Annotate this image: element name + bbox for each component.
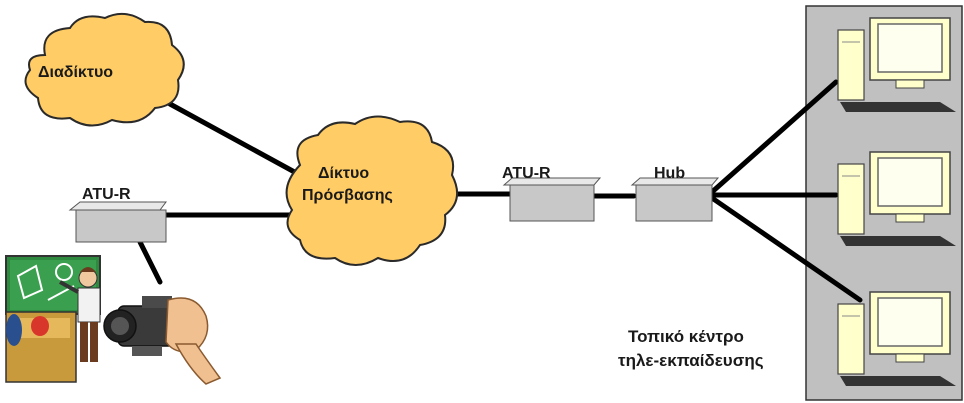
link-internet-access (167, 101, 303, 178)
internet-label: Διαδίκτυο (38, 64, 113, 81)
internet-cloud-shape (24, 12, 185, 127)
atu-r-middle-body (509, 184, 595, 222)
video-camera-icon (103, 296, 222, 385)
hub-body (635, 184, 713, 222)
link-hub-pc1 (709, 79, 839, 195)
computer-3 (837, 291, 956, 386)
link-hub-pc3 (709, 195, 863, 303)
atu-r-left-label: ATU-R (82, 186, 131, 203)
teacher-at-blackboard-icon (5, 255, 101, 383)
hub-device: Hub (630, 165, 720, 222)
access-network-cloud-shape (285, 115, 459, 266)
link-atu-left-teacher (137, 239, 163, 285)
atu-r-left-body (75, 209, 167, 243)
atu-r-left-top (68, 201, 167, 211)
connection-lines (137, 79, 863, 303)
desktop-computer-icon (837, 17, 956, 386)
access-network-cloud: Δίκτυο Πρόσβασης (285, 115, 459, 266)
training-center-label: Τοπικό κέντρο τηλε-εκπαίδευσης (618, 327, 764, 370)
training-center-label-line2: τηλε-εκπαίδευσης (618, 351, 764, 370)
access-network-label-line1: Δίκτυο (318, 165, 369, 182)
hub-label: Hub (654, 165, 685, 182)
atu-r-middle-device: ATU-R (502, 165, 602, 222)
atu-r-left-device: ATU-R (68, 186, 167, 243)
computer-2 (837, 151, 956, 246)
computer-1 (837, 17, 956, 112)
atu-r-middle-label: ATU-R (502, 165, 551, 182)
training-center-label-line1: Τοπικό κέντρο (628, 327, 744, 346)
access-network-label-line2: Πρόσβασης (302, 187, 393, 204)
internet-cloud: Διαδίκτυο (24, 12, 185, 127)
